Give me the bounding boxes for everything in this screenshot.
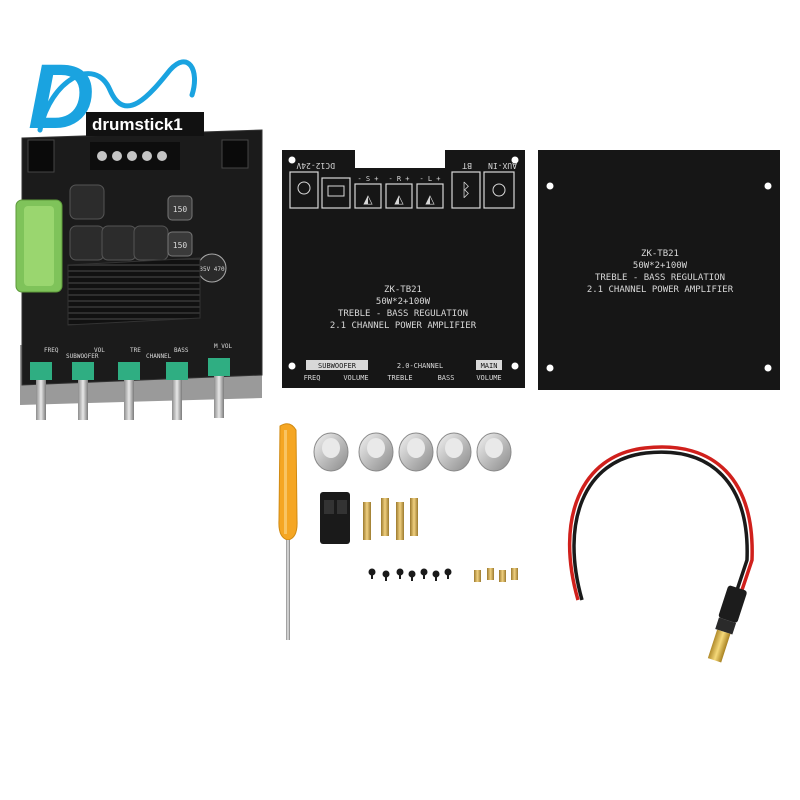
amplifier-board: 150 150 35V 470 FREQ SUBWOOFER VOL TRE C… (15, 129, 263, 420)
bottom-panel-power: 50W*2+100W (633, 261, 688, 271)
screwdriver-handle (278, 423, 298, 541)
pot-bass (166, 362, 188, 420)
dc-plug (707, 585, 747, 663)
svg-text:SUBWOOFER: SUBWOOFER (66, 353, 99, 360)
svg-text:VOLUME: VOLUME (476, 374, 501, 382)
svg-text:AUX-IN: AUX-IN (488, 161, 517, 170)
knob (313, 432, 349, 472)
capacitor-mark: 35V 470 (199, 266, 225, 273)
svg-text:BASS: BASS (174, 347, 189, 354)
green-capacitor-shine (24, 206, 54, 286)
potentiometers (30, 358, 230, 420)
svg-text:- S +: - S + (357, 175, 378, 183)
top-panel-holes (288, 156, 519, 370)
black-wire (572, 450, 749, 601)
bottom-panel-plate (538, 150, 780, 390)
speaker-icon-s: ◭ (363, 192, 373, 206)
speaker-icon-r: ◭ (394, 192, 404, 206)
svg-text:CHANNEL: CHANNEL (146, 353, 172, 360)
screwdriver-shaft (286, 540, 290, 640)
pot-freq (30, 362, 52, 420)
bottom-acrylic-panel: ZK-TB21 50W*2+100W TREBLE - BASS REGULAT… (538, 150, 780, 390)
top-panel-line2: 2.1 CHANNEL POWER AMPLIFIER (330, 321, 477, 331)
logo-letter: D (28, 46, 94, 148)
top-panel-speaker-labels: - S + - R + - L + ◭ ◭ ◭ (357, 175, 440, 206)
svg-text:TRE: TRE (130, 347, 141, 354)
svg-text:- R +: - R + (388, 175, 409, 183)
svg-text:BASS: BASS (438, 374, 455, 382)
bottom-panel-model: ZK-TB21 (641, 249, 679, 259)
svg-text:MAIN: MAIN (481, 362, 498, 370)
pot-sub-volume (72, 362, 94, 420)
top-panel-bottom-labels: SUBWOOFER FREQ VOLUME 2.0-CHANNEL TREBLE… (304, 360, 502, 382)
brass-nuts (474, 568, 518, 582)
top-acrylic-panel: DC12-24V BT AUX-IN ᛒ - S + - R + - L + ◭… (282, 150, 525, 388)
brand-logo: D drumstick1 (28, 46, 204, 148)
knob (358, 432, 394, 472)
knob (476, 432, 512, 472)
svg-text:BT: BT (462, 161, 472, 170)
dc-jack (27, 139, 55, 173)
svg-text:FREQ: FREQ (44, 347, 59, 354)
dc-port-icon (297, 181, 311, 195)
logo-swoosh (37, 59, 198, 133)
speaker-icon-l: ◭ (425, 192, 435, 206)
dc-power-cable (567, 445, 754, 663)
aux-port-icon (492, 183, 506, 197)
knob (436, 432, 472, 472)
logo-banner (86, 112, 204, 136)
svg-text:VOLUME: VOLUME (343, 374, 368, 382)
svg-text:150: 150 (173, 205, 188, 214)
inductors (69, 184, 169, 261)
top-panel-model: ZK-TB21 (384, 285, 422, 295)
top-panel-center-text: ZK-TB21 50W*2+100W TREBLE - BASS REGULAT… (330, 285, 477, 331)
svg-text:150: 150 (173, 241, 188, 250)
pcb-labels: FREQ SUBWOOFER VOL TRE CHANNEL BASS M_VO… (44, 343, 232, 360)
svg-text:DC12-24V: DC12-24V (296, 161, 335, 170)
aluminum-knobs (313, 432, 512, 472)
svg-text:SUBWOOFER: SUBWOOFER (318, 362, 357, 370)
top-panel-plate (282, 150, 525, 388)
brass-standoffs (363, 498, 418, 540)
red-wire (567, 445, 754, 601)
bottom-panel-line2: 2.1 CHANNEL POWER AMPLIFIER (587, 285, 734, 295)
black-terminal-connector (320, 492, 350, 544)
top-panel-port-boxes: ᛒ (289, 171, 515, 209)
screwdriver (278, 423, 298, 640)
screwdriver-handle-highlight (284, 430, 287, 534)
top-panel-power: 50W*2+100W (376, 297, 431, 307)
bottom-panel-center-text: ZK-TB21 50W*2+100W TREBLE - BASS REGULAT… (587, 249, 734, 295)
pot-treble (118, 362, 140, 420)
bluetooth-icon: ᛒ (461, 180, 472, 201)
bottom-panel-holes (546, 182, 772, 372)
bottom-panel-line1: TREBLE - BASS REGULATION (595, 273, 725, 283)
aux-jack (221, 139, 249, 169)
svg-text:TREBLE: TREBLE (387, 374, 412, 382)
svg-text:VOL: VOL (94, 347, 105, 354)
knob (398, 432, 434, 472)
top-panel-line1: TREBLE - BASS REGULATION (338, 309, 468, 319)
svg-text:FREQ: FREQ (304, 374, 321, 382)
svg-text:- L +: - L + (419, 175, 440, 183)
pot-main-volume (208, 358, 230, 418)
top-panel-port-labels: DC12-24V BT AUX-IN (296, 161, 517, 170)
logo-brand-text: drumstick1 (92, 115, 183, 134)
heatsink (67, 257, 201, 326)
black-screws (368, 568, 452, 581)
terminal-port-icon (327, 185, 345, 197)
svg-text:2.0-CHANNEL: 2.0-CHANNEL (397, 362, 443, 370)
svg-text:M_VOL: M_VOL (214, 343, 232, 350)
inductor-marks: 150 150 (167, 195, 193, 257)
terminal-screws (97, 151, 167, 161)
